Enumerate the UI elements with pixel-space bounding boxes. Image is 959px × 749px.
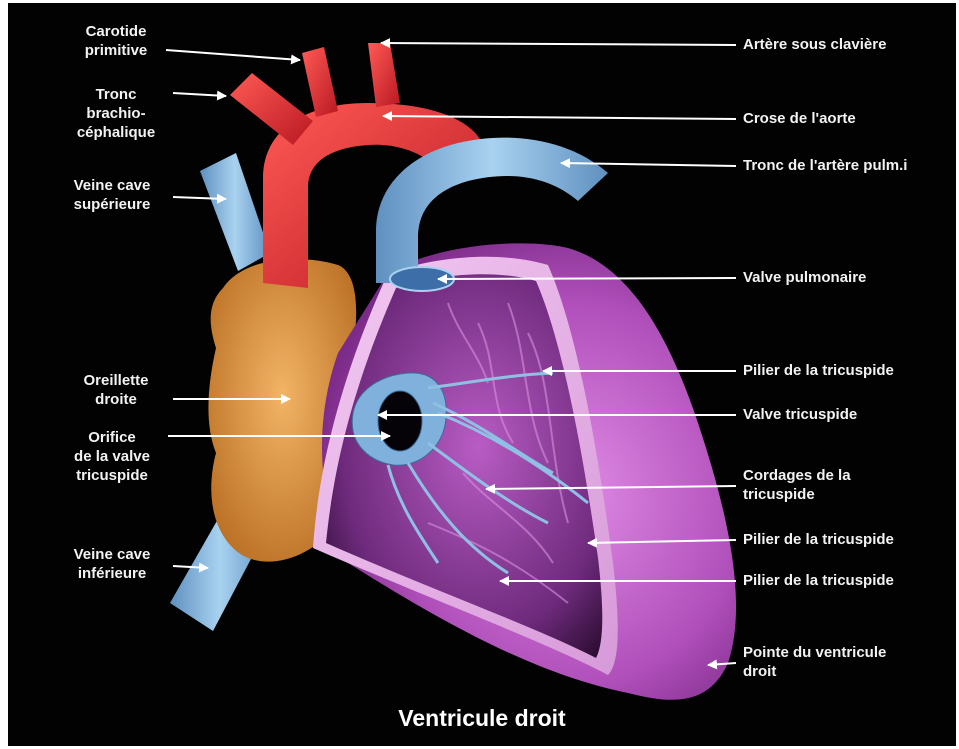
label-crose-aorte: Crose de l'aorte (743, 109, 856, 128)
label-tronc-brachio: Tronc brachio- céphalique (60, 85, 172, 142)
pointer-carotide (166, 50, 300, 60)
label-valve-pulmonaire: Valve pulmonaire (743, 268, 866, 287)
pointer-tronc-brachio (173, 93, 226, 96)
label-pilier-tricuspide-3: Pilier de la tricuspide (743, 571, 894, 590)
label-veine-cave-superieure: Veine cave supérieure (52, 176, 172, 214)
brachiocephalic-trunk (230, 73, 313, 145)
label-carotide-primitive: Carotide primitive (60, 22, 172, 60)
pointer-artere-sous-claviere (381, 43, 736, 45)
pointer-valve-pulmonaire (438, 278, 736, 279)
diagram-title: Ventricule droit (8, 705, 956, 732)
label-veine-cave-inferieure: Veine cave inférieure (52, 545, 172, 583)
label-oreillette-droite: Oreillette droite (60, 371, 172, 409)
common-carotid (302, 47, 338, 117)
label-cordages-tricuspide: Cordages de la tricuspide (743, 466, 851, 504)
label-pilier-tricuspide-2: Pilier de la tricuspide (743, 530, 894, 549)
subclavian-artery (368, 43, 400, 107)
label-orifice-valve-tricuspide: Orifice de la valve tricuspide (52, 428, 172, 485)
label-tronc-artere-pulm: Tronc de l'artère pulm.i (743, 156, 907, 175)
superior-vena-cava (200, 153, 270, 271)
label-pointe-ventricule: Pointe du ventricule droit (743, 643, 886, 681)
label-valve-tricuspide: Valve tricuspide (743, 405, 857, 424)
diagram-frame: Carotide primitive Tronc brachio- céphal… (8, 3, 956, 746)
label-artere-sous-claviere: Artère sous clavière (743, 35, 886, 54)
label-pilier-tricuspide-1: Pilier de la tricuspide (743, 361, 894, 380)
